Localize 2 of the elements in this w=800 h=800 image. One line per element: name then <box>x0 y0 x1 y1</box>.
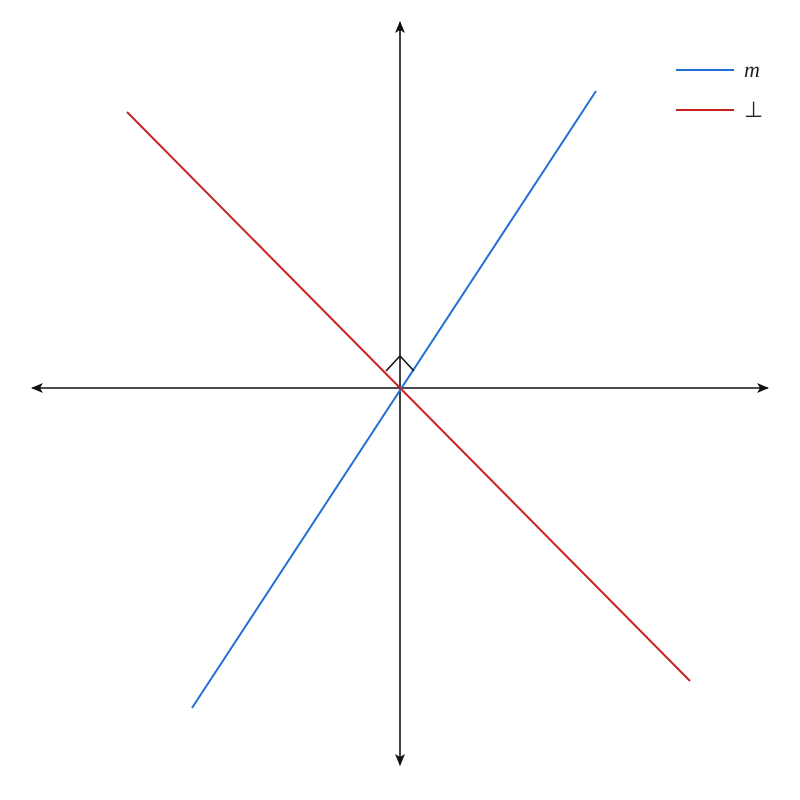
legend-label: ⊥ <box>744 97 763 123</box>
legend-label: m <box>744 57 760 83</box>
